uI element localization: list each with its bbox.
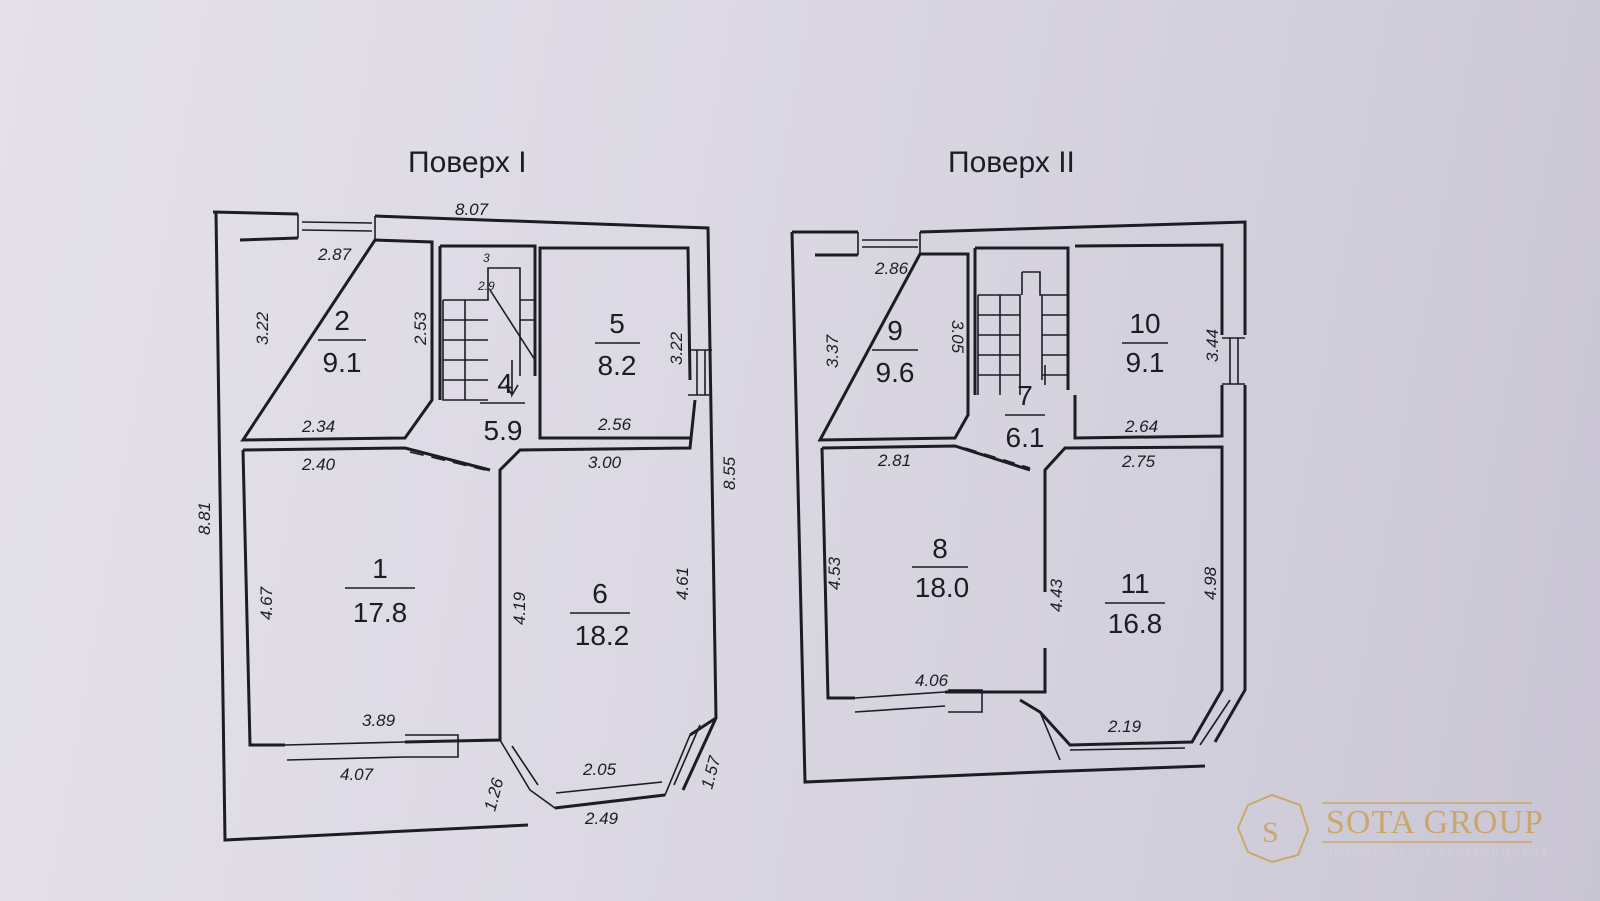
room-10-label: 109.1 [1122,308,1168,378]
dim-label: 2.49 [584,809,619,828]
dim-label: 4.53 [825,556,844,590]
dim-label: 3.22 [667,331,686,365]
room-2-label: 29.1 [318,305,366,378]
dim-label: 4.06 [915,671,949,690]
dim-label: 2.81 [877,451,911,470]
room-5-label: 58.2 [595,308,640,381]
dim-label: 1.57 [698,754,725,791]
svg-text:НОВОСТРОЙ ОТ ЗАСТРОЙЩИКОВ: НОВОСТРОЙ ОТ ЗАСТРОЙЩИКОВ [1325,846,1550,857]
dim-label: 2.75 [1121,452,1156,471]
svg-text:18.0: 18.0 [915,572,970,603]
dim-label: 2.9 [477,279,495,293]
room-7-label: 76.1 [1005,380,1045,453]
room-8-label: 818.0 [912,533,969,603]
dim-label: 8.81 [195,502,214,535]
dim-label: 2.40 [301,455,336,474]
room-9-label: 99.6 [872,315,918,388]
dim-label: 3.00 [588,453,622,472]
room-4-label: 45.9 [480,368,525,446]
svg-text:1: 1 [372,553,388,584]
dim-label: 3.05 [948,320,967,354]
dim-label: 3.89 [362,711,396,730]
svg-text:16.8: 16.8 [1108,608,1163,639]
sota-group-watermark: S SOTA GROUP НОВОСТРОЙ ОТ ЗАСТРОЙЩИКОВ [1236,793,1550,864]
svg-text:2: 2 [334,305,350,336]
svg-text:9.1: 9.1 [323,347,362,378]
floor-1-title: Поверх I [408,146,527,179]
dim-label: 2.19 [1107,717,1142,736]
dim-label: 3.22 [253,311,272,345]
svg-text:8: 8 [932,533,948,564]
svg-text:10: 10 [1129,308,1160,339]
svg-text:5.9: 5.9 [484,415,523,446]
dim-label: 2.05 [582,760,617,779]
svg-text:6: 6 [592,578,608,609]
dim-label: 4.07 [340,765,374,784]
dim-label: 2.53 [411,311,430,346]
svg-text:9: 9 [887,315,903,346]
svg-text:6.1: 6.1 [1006,422,1045,453]
dim-label: 4.67 [257,586,276,620]
dim-label: 2.64 [1124,417,1158,436]
floor-2-plan: Поверх II 2.86 3.37 3.05 3.44 2.64 2.81 … [790,146,1247,784]
dim-label: 2.87 [317,245,352,264]
svg-text:7: 7 [1017,380,1033,411]
dim-label: 4.43 [1047,578,1066,612]
svg-text:S: S [1262,816,1280,849]
dim-label: 2.86 [874,259,909,278]
room-6-label: 618.2 [570,578,630,651]
logo-emblem-icon [1236,793,1310,864]
dim-label: 3.37 [823,334,842,368]
svg-text:SOTA GROUP: SOTA GROUP [1326,804,1544,841]
svg-text:11: 11 [1120,568,1149,599]
room-11-label: 11 16.8 [1105,568,1165,639]
floor-1-plan: Поверх I 8.07 2.87 3.22 2.53 2.34 3 2.9 … [195,146,739,842]
svg-text:5: 5 [609,308,625,339]
dim-label: 4.61 [673,567,692,600]
svg-text:4: 4 [497,368,513,399]
svg-text:8.2: 8.2 [598,350,637,381]
floor-2-title: Поверх II [948,146,1075,179]
dim-label: 4.98 [1201,566,1220,600]
dim-label: 1.26 [481,776,508,813]
dim-label: 4.19 [510,591,529,625]
dim-label: 8.07 [455,200,489,219]
room-1-label: 117.8 [345,553,415,628]
dim-label: 2.56 [597,415,632,434]
svg-text:18.2: 18.2 [575,620,630,651]
dim-label: 3.44 [1203,329,1222,362]
dim-label: 2.34 [301,417,335,436]
svg-text:9.6: 9.6 [876,357,915,388]
dim-label: 8.55 [720,456,739,490]
dim-label: 3 [483,251,490,265]
svg-text:9.1: 9.1 [1126,347,1165,378]
svg-text:17.8: 17.8 [353,597,408,628]
